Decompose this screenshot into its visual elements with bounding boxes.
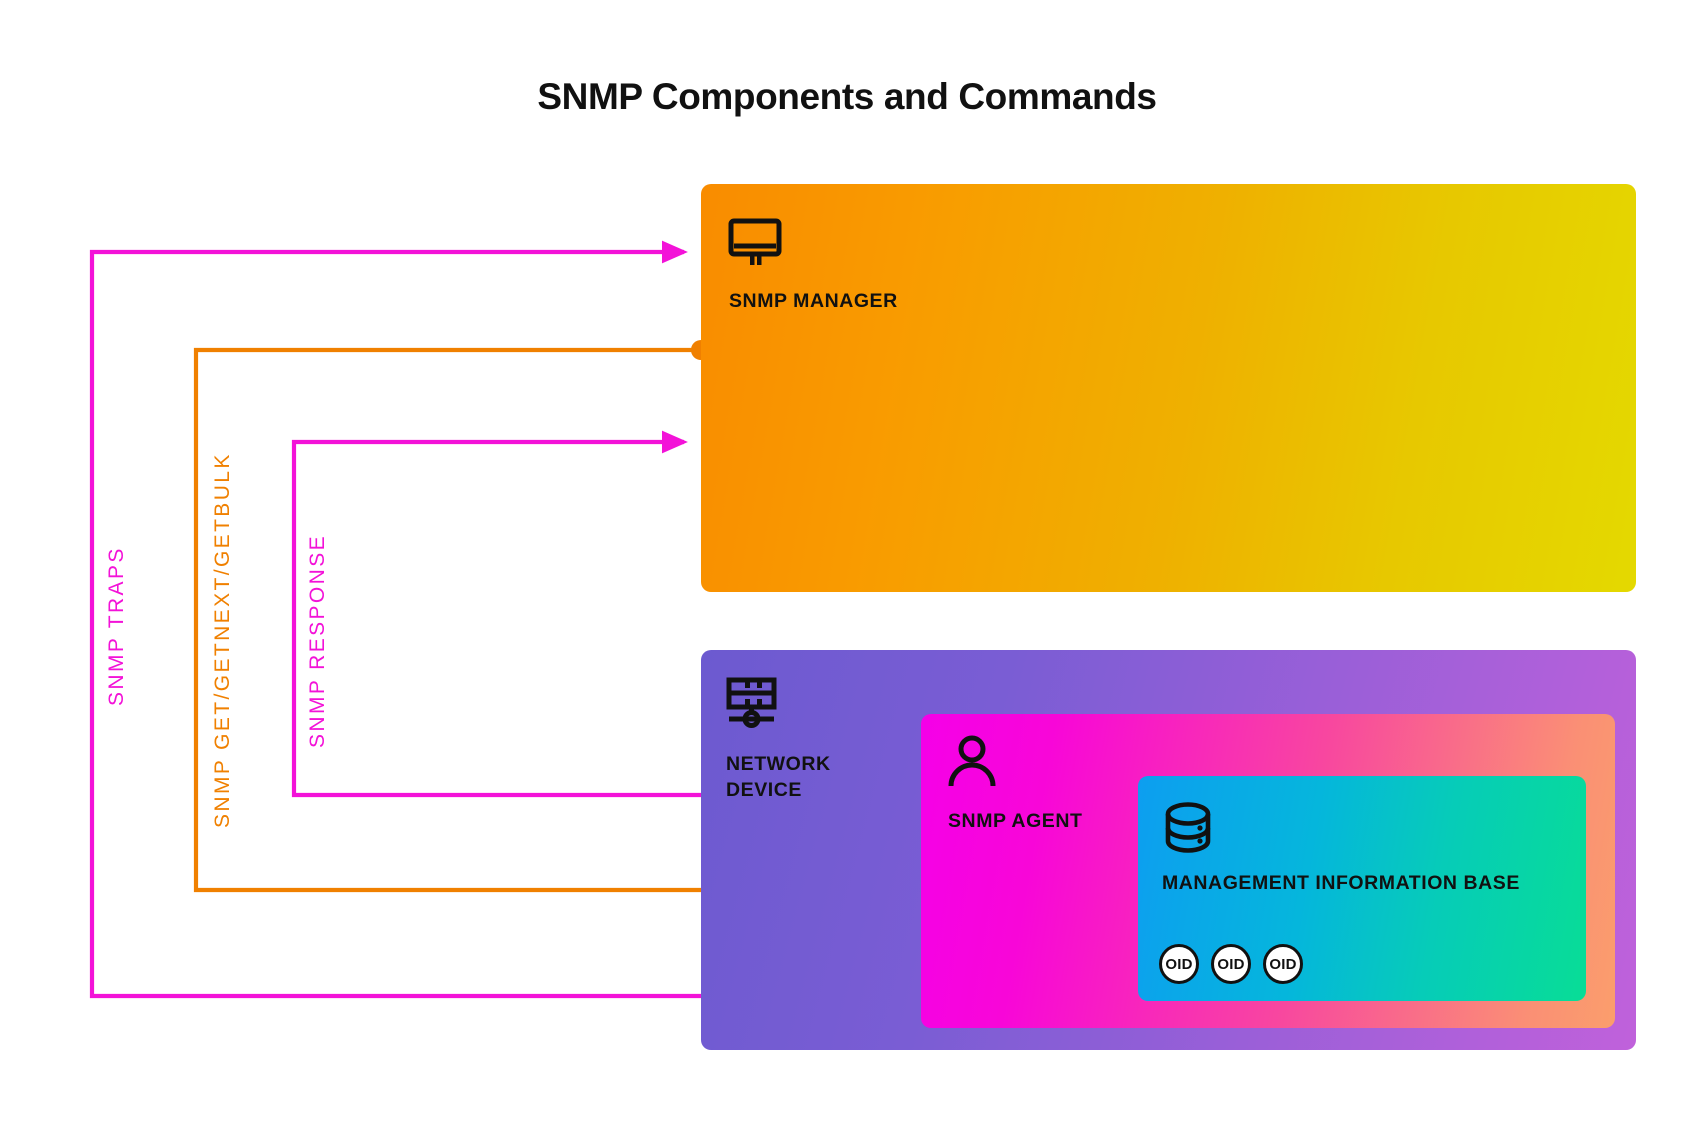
oid-chip[interactable]: OID — [1159, 944, 1199, 984]
mib-label: MANAGEMENT INFORMATION BASE — [1162, 872, 1520, 894]
connector-label-snmp-response: SNMP RESPONSE — [306, 533, 329, 748]
oid-chip[interactable]: OID — [1263, 944, 1303, 984]
page-title: SNMP Components and Commands — [537, 76, 1157, 117]
connector-snmp-get — [193, 339, 916, 902]
connector-snmp-traps — [89, 240, 921, 999]
person-icon — [948, 735, 996, 792]
monitor-icon — [728, 218, 782, 273]
connector-snmp-response — [291, 430, 921, 798]
snmp-agent-label: SNMP AGENT — [948, 810, 1083, 832]
snmp-manager-label: SNMP MANAGER — [729, 290, 898, 312]
connector-label-snmp-traps: SNMP TRAPS — [105, 546, 128, 706]
oid-chip[interactable]: OID — [1211, 944, 1251, 984]
connector-label-snmp-get: SNMP GET/GETNEXT/GETBULK — [211, 452, 234, 828]
oid-list: OID OID OID — [1159, 944, 1303, 984]
network-device-label: NETWORK DEVICE — [726, 753, 831, 801]
network-device-icon — [726, 676, 780, 733]
database-icon — [1163, 801, 1213, 858]
snmp-manager-box[interactable] — [701, 184, 1636, 592]
